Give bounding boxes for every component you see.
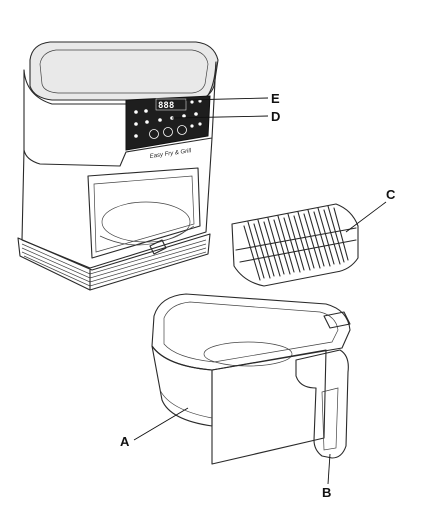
lid-top (29, 41, 219, 101)
label-b: B (322, 485, 331, 500)
basket-rim (151, 293, 351, 371)
brand-text: Easy Fry & Grill (149, 148, 192, 160)
leader-lines (133, 97, 387, 485)
basket-front-panel (211, 349, 327, 465)
grill-plate (231, 203, 359, 287)
grill-bars (243, 205, 349, 281)
label-e: E (271, 91, 280, 106)
svg-text:888: 888 (158, 101, 174, 111)
inner-basket-floor (101, 201, 191, 243)
panel-icons (134, 99, 202, 138)
label-c: C (386, 187, 396, 202)
digital-display: 888 (155, 98, 187, 111)
panel-buttons (149, 125, 187, 139)
basket-handle (295, 349, 349, 459)
label-a: A (120, 434, 130, 449)
lower-body (21, 137, 213, 269)
viewing-window (87, 167, 201, 259)
control-panel (125, 95, 211, 151)
label-d: D (271, 109, 280, 124)
base (17, 233, 211, 291)
basket-drawer (151, 293, 351, 465)
air-fryer-unit: 888 Easy Fry & Grill (17, 41, 219, 291)
grill-plate-outline (231, 203, 359, 287)
basket-wall (151, 345, 213, 427)
